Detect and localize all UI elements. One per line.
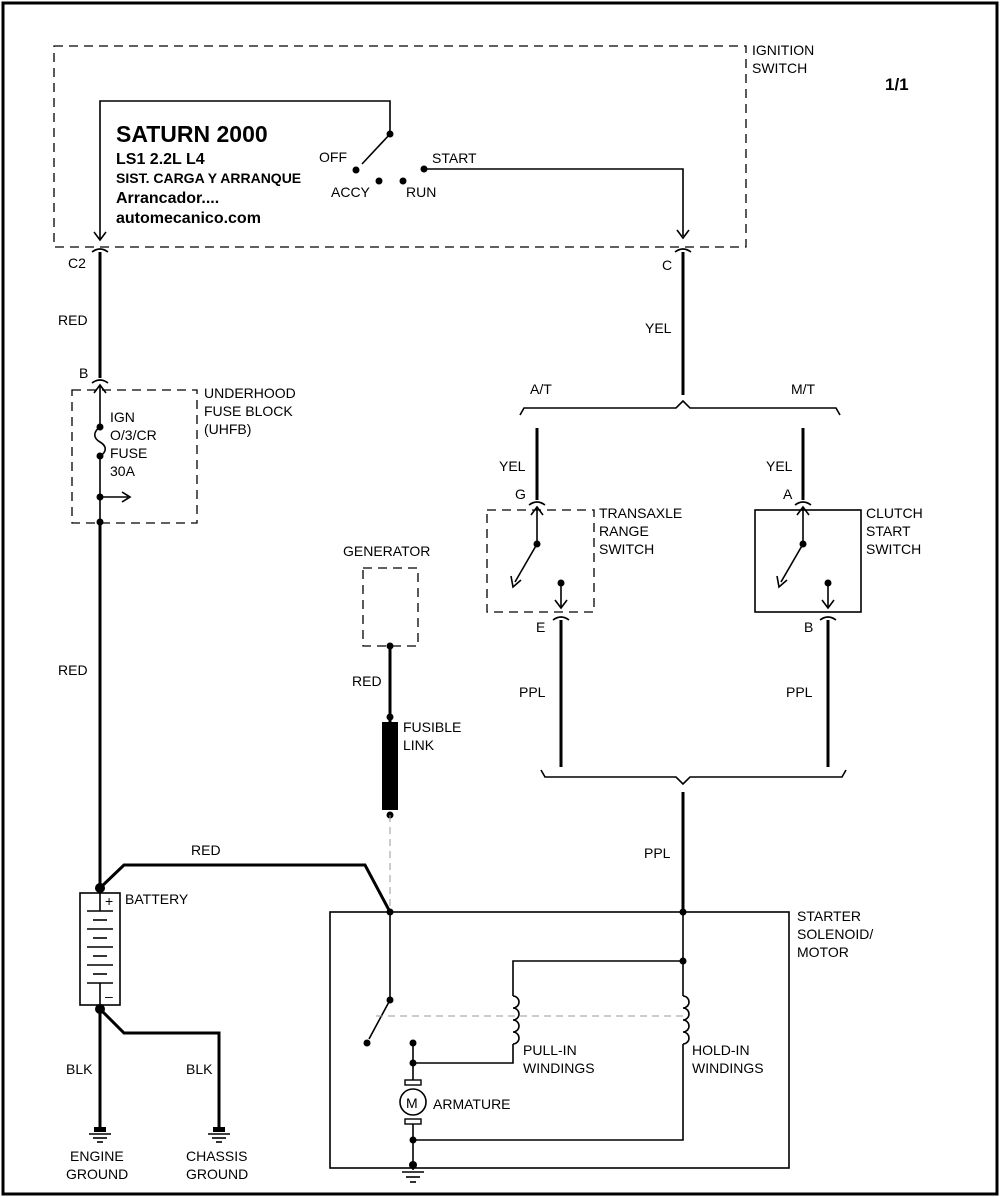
ignition-switch-box bbox=[53, 45, 747, 248]
chassis-ground-label-2: GROUND bbox=[186, 1166, 248, 1182]
transmission-label-mt: M/T bbox=[791, 381, 816, 397]
starter-ground-icon bbox=[402, 1161, 424, 1183]
fusible-link-label-1: FUSIBLE bbox=[403, 719, 461, 735]
clutch-start-switch-label-1: CLUTCH bbox=[866, 505, 923, 521]
clutch-start-switch-label-2: START bbox=[866, 523, 911, 539]
title-make: SATURN 2000 bbox=[116, 121, 268, 147]
connector-c: C bbox=[662, 257, 672, 273]
wire-label-red-main: RED bbox=[58, 662, 88, 678]
transmission-label-at: A/T bbox=[530, 381, 552, 397]
title-website: automecanico.com bbox=[116, 210, 261, 227]
starter-label-1: STARTER bbox=[797, 908, 861, 924]
engine-ground-label-1: ENGINE bbox=[70, 1148, 124, 1164]
wire-label-ppl-at: PPL bbox=[519, 684, 546, 700]
switch-position-accy: ACCY bbox=[331, 184, 371, 200]
chassis-ground-icon bbox=[208, 1127, 230, 1143]
pull-in-coil bbox=[512, 995, 520, 1045]
fuse-label-2: O/3/CR bbox=[110, 427, 157, 443]
armature-motor-symbol: M bbox=[406, 1095, 418, 1111]
title-engine: LS1 2.2L L4 bbox=[116, 151, 205, 168]
connector-b-fuse: B bbox=[79, 365, 88, 381]
wire-label-red-battery: RED bbox=[191, 842, 221, 858]
battery-label: BATTERY bbox=[125, 891, 189, 907]
engine-ground-label-2: GROUND bbox=[66, 1166, 128, 1182]
connector-a: A bbox=[783, 486, 793, 502]
fuse-block-label-3: (UHFB) bbox=[204, 421, 251, 437]
ignition-switch-label-2: SWITCH bbox=[752, 60, 807, 76]
starter-solenoid-motor: STARTER SOLENOID/ MOTOR PULL-IN WINDINGS… bbox=[329, 908, 873, 1169]
connector-b-clutch: B bbox=[804, 619, 813, 635]
generator: GENERATOR bbox=[343, 543, 430, 650]
starter-label-3: MOTOR bbox=[797, 944, 849, 960]
wire-blk-chassis bbox=[98, 1007, 221, 1127]
armature-motor-icon bbox=[399, 1088, 427, 1116]
connector-c2: C2 bbox=[68, 255, 86, 271]
generator-box bbox=[362, 567, 419, 647]
switch-position-start: START bbox=[432, 150, 477, 166]
fusible-link-symbol bbox=[382, 722, 398, 810]
fuse-label-1: IGN bbox=[110, 409, 135, 425]
clutch-start-switch-label-3: SWITCH bbox=[866, 541, 921, 557]
transaxle-range-switch-label-3: SWITCH bbox=[599, 541, 654, 557]
hold-in-label-1: HOLD-IN bbox=[692, 1042, 750, 1058]
wire-label-red-top: RED bbox=[58, 312, 88, 328]
title-subsystem: Arrancador.... bbox=[116, 190, 219, 207]
ignition-switch-label-1: IGNITION bbox=[752, 42, 814, 58]
battery-plus: + bbox=[105, 893, 113, 909]
connector-g: G bbox=[515, 486, 526, 502]
fuse-label-4: 30A bbox=[110, 463, 136, 479]
fuse-block-label-2: FUSE BLOCK bbox=[204, 403, 293, 419]
armature-label: ARMATURE bbox=[433, 1096, 511, 1112]
chassis-ground-label-1: CHASSIS bbox=[186, 1148, 247, 1164]
transaxle-range-switch-box bbox=[486, 509, 595, 613]
switch-position-off: OFF bbox=[319, 149, 347, 165]
starter-box bbox=[329, 911, 790, 1169]
wire-label-yel-at: YEL bbox=[499, 458, 526, 474]
ignition-switch: IGNITION SWITCH SATURN 2000 LS1 2.2L L4 … bbox=[53, 42, 814, 248]
transaxle-range-switch-label-2: RANGE bbox=[599, 523, 649, 539]
wire-label-ppl-main: PPL bbox=[644, 845, 671, 861]
fuse-block-label-1: UNDERHOOD bbox=[204, 385, 296, 401]
clutch-start-switch-box bbox=[754, 509, 862, 613]
clutch-start-switch: A B CLUTCH START SWITCH bbox=[754, 486, 923, 635]
wire-label-blk-chassis: BLK bbox=[186, 1061, 213, 1077]
connector-e: E bbox=[536, 619, 545, 635]
title-system: SIST. CARGA Y ARRANQUE bbox=[116, 170, 301, 186]
fuse-block-box bbox=[71, 389, 198, 524]
pull-in-label-1: PULL-IN bbox=[523, 1042, 577, 1058]
wire-label-yel-mt: YEL bbox=[766, 458, 793, 474]
underhood-fuse-block: B UNDERHOOD FUSE BLOCK (UHFB) IGN O/3/CR… bbox=[71, 365, 296, 524]
fuse-label-3: FUSE bbox=[110, 445, 147, 461]
wire-label-yel-main: YEL bbox=[645, 320, 672, 336]
hold-in-label-2: WINDINGS bbox=[692, 1060, 764, 1076]
transmission-split-bracket bbox=[519, 399, 841, 416]
transaxle-range-switch-label-1: TRANSAXLE bbox=[599, 505, 682, 521]
wire-label-red-generator: RED bbox=[352, 673, 382, 689]
pull-in-label-2: WINDINGS bbox=[523, 1060, 595, 1076]
battery: + – BATTERY bbox=[79, 883, 189, 1014]
generator-label: GENERATOR bbox=[343, 543, 430, 559]
wire-label-blk-engine: BLK bbox=[66, 1061, 93, 1077]
switch-position-run: RUN bbox=[406, 184, 436, 200]
hold-in-coil bbox=[682, 995, 690, 1045]
transaxle-range-switch: G E TRANSAXLE RANGE SWITCH bbox=[486, 486, 682, 635]
wire-label-ppl-mt: PPL bbox=[786, 684, 813, 700]
starter-label-2: SOLENOID/ bbox=[797, 926, 873, 942]
battery-minus: – bbox=[105, 988, 113, 1004]
fuse-symbol bbox=[93, 426, 107, 457]
wire-red-battery bbox=[98, 863, 392, 913]
page-number: 1/1 bbox=[885, 75, 909, 94]
engine-ground-icon bbox=[89, 1127, 111, 1143]
fusible-link-label-2: LINK bbox=[403, 737, 435, 753]
ppl-merge-bracket bbox=[540, 769, 847, 786]
fusible-link: FUSIBLE LINK bbox=[382, 713, 461, 819]
